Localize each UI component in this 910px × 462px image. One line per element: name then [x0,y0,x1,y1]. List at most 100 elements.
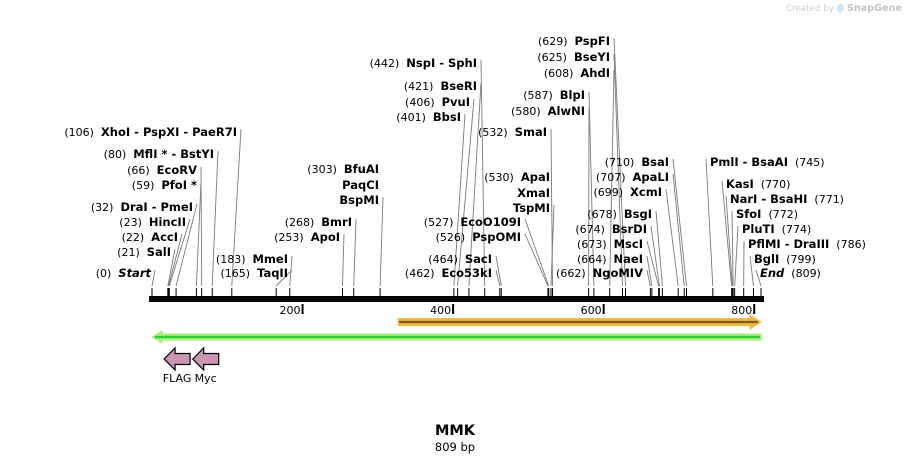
enzyme-name: DraIII [793,237,830,251]
enzyme-label-row: (21) SalI [0,245,171,261]
enzyme-name: TspMI [512,201,550,215]
enzyme-label-smai[interactable]: (532) SmaI [0,125,547,141]
enzyme-label-row: (580) AlwNI [0,104,585,120]
enzyme-label-ngomiv[interactable]: (662) NgoMIV [0,266,643,282]
enzyme-label-xhoi[interactable]: (106) XhoI - PspXI - PaeR7I [0,125,237,141]
enzyme-position: (674) [575,223,612,236]
enzyme-label-kasi[interactable]: KasI (770) [726,177,790,193]
enzyme-name: XcmI [630,185,662,199]
enzyme-label-row: (268) BmrI [0,215,352,231]
enzyme-label-row: BspMI [0,193,379,209]
enzyme-label-pfoi[interactable]: (59) PfoI * [0,178,197,194]
enzyme-label-pvui[interactable]: (406) PvuI [0,95,470,111]
enzyme-name: BlpI [559,88,585,102]
enzyme-label-end[interactable]: End (809) [760,266,821,282]
enzyme-label-xcmi[interactable]: (699) XcmI [0,185,662,201]
enzyme-name: SacI [464,252,492,266]
enzyme-label-acci[interactable]: (22) AccI [0,230,178,246]
enzyme-name: BseRI [440,79,477,93]
enzyme-name: XmaI [517,185,550,200]
ruler-tick-label: 400 [430,304,452,317]
enzyme-label-row: (165) TaqII [0,266,289,282]
enzyme-label-pflmi[interactable]: PflMI - DraIII (786) [748,237,866,253]
enzyme-label-ecoo109i[interactable]: (527) EcoO109I [0,215,521,231]
enzyme-label-drai[interactable]: (32) DraI - PmeI [0,200,193,216]
feature-arrow-flag[interactable] [163,346,191,372]
leader-line-sali [167,248,176,287]
leader-line-nari [725,195,733,287]
snapgene-logo-icon [836,3,844,14]
enzyme-label-msci[interactable]: (673) MscI [0,237,643,253]
ruler-tick-label: 600 [580,304,602,317]
leader-line-acci [168,233,183,287]
leader-line-bgli [749,255,754,287]
enzyme-label-pluti[interactable]: PluTI (774) [742,222,811,238]
enzyme-name: TaqII [257,266,288,280]
enzyme-label-naei[interactable]: (664) NaeI [0,252,643,268]
enzyme-name-separator: - [179,125,193,139]
leader-line-saci [495,255,502,287]
enzyme-label-apali[interactable]: (707) ApaLI [0,170,669,186]
enzyme-name: NarI [730,192,758,206]
enzyme-label-ecorv[interactable]: (66) EcoRV [0,163,197,179]
enzyme-name: BfuAI [343,162,379,176]
enzyme-label-bgli[interactable]: BglI (799) [754,252,816,268]
enzyme-position: (421) [403,80,441,93]
enzyme-position: (464) [428,253,465,266]
enzyme-label-bmri[interactable]: (268) BmrI [0,215,352,231]
enzyme-label-row: (183) MmeI [0,252,288,268]
enzyme-label-mmei[interactable]: (183) MmeI [0,252,288,268]
enzyme-label-saci[interactable]: (464) SacI [0,252,492,268]
cut-site-ticks [151,288,762,296]
enzyme-name-separator: - [780,237,794,251]
enzyme-position: (710) [604,156,642,169]
enzyme-label-eco53ki[interactable]: (462) Eco53kI [0,266,492,282]
enzyme-label-row: PluTI (774) [742,222,811,238]
enzyme-label-nari[interactable]: NarI - BsaHI (771) [730,192,844,208]
enzyme-label-bsai[interactable]: (710) BsaI [0,155,669,171]
leader-line-bmri [353,218,357,287]
enzyme-label-sali[interactable]: (21) SalI [0,245,171,261]
enzyme-label-row: (673) MscI [0,237,643,253]
enzyme-label-bseyi[interactable]: (625) BseYI [0,50,610,66]
enzyme-label-bsgi[interactable]: (678) BsgI [0,207,652,223]
enzyme-label-nspi[interactable]: (442) NspI - SphI [0,56,477,72]
enzyme-label-sfoi[interactable]: SfoI (772) [736,207,798,223]
enzyme-position: (629) [537,35,575,48]
enzyme-label-taqii[interactable]: (165) TaqII [0,266,289,282]
leader-line-apali [672,173,685,287]
feature-arrow-myc[interactable] [191,346,220,372]
enzyme-label-mfli[interactable]: (80) MflI * - BstYI [0,147,214,163]
enzyme-position: (268) [284,216,322,229]
enzyme-label-row: (22) AccI [0,230,178,246]
enzyme-name: EcoRV [156,163,197,177]
enzyme-label-row: (625) BseYI [0,50,610,66]
enzyme-position: (678) [587,208,624,221]
enzyme-label-pspfi[interactable]: (629) PspFI [0,34,610,50]
enzyme-label-start[interactable]: (0) Start [0,266,151,282]
leader-line-bsgi [655,210,663,287]
enzyme-label-pmli[interactable]: PmlI - BsaAI (745) [710,155,825,171]
leader-line-end [755,269,762,287]
enzyme-position: (625) [537,51,574,64]
leader-line-ngomiv [646,269,651,287]
enzyme-label-apoi[interactable]: (253) ApoI [0,230,340,246]
enzyme-label-pspomi[interactable]: (526) PspOMI [0,230,521,246]
enzyme-label-ahdi[interactable]: (608) AhdI [0,66,610,82]
enzyme-label-hincii[interactable]: (23) HincII [0,215,186,231]
page-title: MMK [434,423,476,439]
enzyme-name: ApaI [520,170,550,184]
enzyme-label-bsrdi[interactable]: (674) BsrDI [0,222,647,238]
leader-line-xcmi [665,188,679,287]
enzyme-label-row: (0) Start [0,266,151,282]
enzyme-label-bbsi[interactable]: (401) BbsI [0,110,461,126]
enzyme-position: (401) [396,111,433,124]
enzyme-label-blpi[interactable]: (587) BlpI [0,88,585,104]
enzyme-label-alwni[interactable]: (580) AlwNI [0,104,585,120]
enzyme-label-bseri[interactable]: (421) BseRI [0,79,477,95]
leader-line-ecoo109i [524,218,550,287]
feature-label-myc: Myc [194,372,217,385]
